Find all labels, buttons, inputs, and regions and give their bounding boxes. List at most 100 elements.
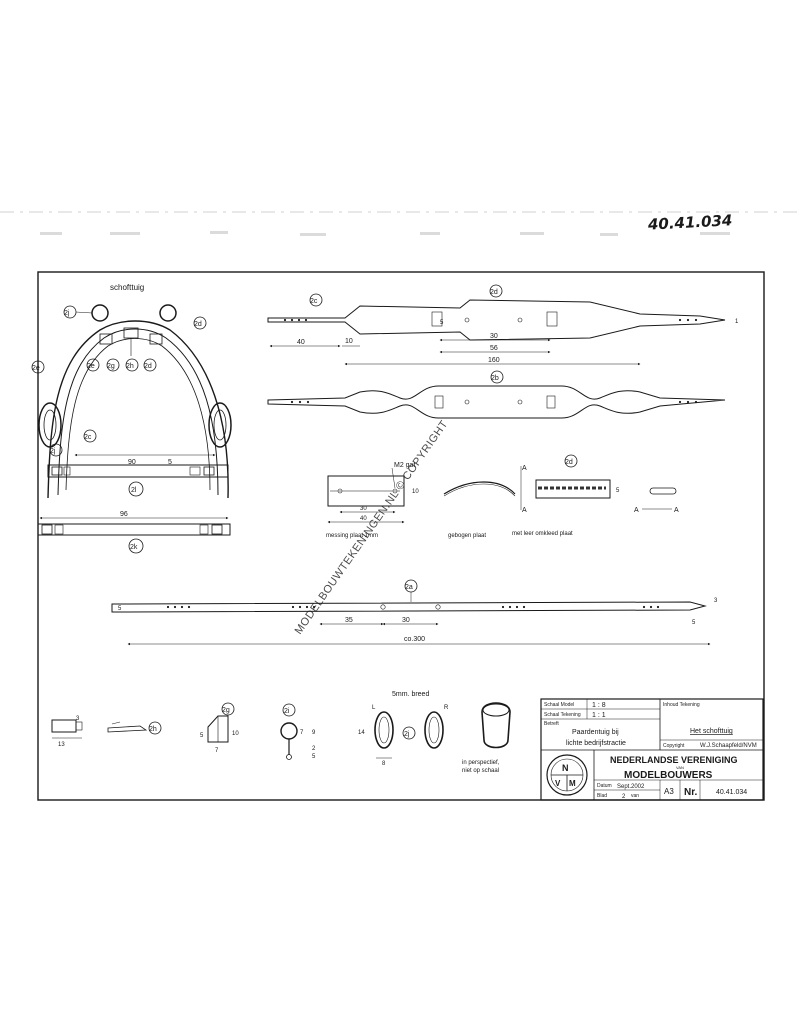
strap1-dim-56: 56: [490, 345, 498, 352]
copyright-watermark: MODELBOUWTEKENINGEN.NL © COPYRIGHT: [293, 418, 451, 636]
long-strap-dim-35: 35: [345, 617, 353, 624]
label-a-2: A: [522, 507, 527, 514]
tb-betreft-label: Betreft: [544, 721, 559, 727]
callout-2k: 2k: [130, 544, 138, 551]
callout-2e-left: 2e: [32, 365, 40, 372]
strap1-dim-1: 1: [735, 319, 739, 325]
small-parts: 3 13 2h 2g 5 7 10 2i 7 9 2 5 5mm. breed …: [51, 691, 511, 774]
scan-artifacts: [0, 211, 800, 236]
dim-96: 96: [120, 511, 128, 518]
label-a-1: A: [522, 465, 527, 472]
small-dim-7b: 7: [300, 730, 304, 736]
tb-nr-label: Nr.: [684, 787, 698, 798]
note-m2-gat: M2 gat: [394, 462, 415, 469]
label-a-3: A: [634, 507, 639, 514]
callout-2e-inner: 2e: [87, 363, 95, 370]
small-label-r: R: [444, 705, 449, 711]
tb-copyright-value: W.J.Schaapfeld/NVM: [700, 743, 757, 749]
tb-inhoud-label: Inhoud Tekening: [663, 702, 700, 708]
long-strap-dim-5-right: 5: [692, 620, 696, 626]
plate-callout-2d: 2d: [565, 459, 573, 466]
plate-dim-30: 30: [360, 506, 367, 512]
tb-format: A3: [664, 787, 674, 796]
strap1-dim-30: 30: [490, 333, 498, 340]
small-dim-2: 2: [312, 746, 316, 752]
small-callout-2g: 2g: [222, 707, 230, 714]
callouts-assembly: 2j 2d 2e 2e 2g 2h 2d 2c 2j 2l 2k: [31, 305, 207, 554]
note-niet-op-schaal: niet op schaal: [462, 768, 499, 774]
note-in-perspectief: in perspectief,: [462, 760, 500, 766]
small-dim-5b: 5: [312, 754, 316, 760]
strap2-callout-2b: 2b: [491, 375, 499, 382]
strap1-dim-40: 40: [297, 339, 305, 346]
logo-letter-v: V: [555, 779, 561, 788]
logo-letter-m: M: [569, 779, 576, 788]
plate-dim-5: 5: [616, 488, 620, 494]
tb-org-line3: MODELBOUWERS: [624, 770, 713, 781]
small-callout-2h: 2h: [149, 726, 157, 733]
assembly-title: schofttuig: [110, 283, 144, 292]
small-dim-9: 9: [312, 730, 316, 736]
small-dim-14: 14: [358, 730, 365, 736]
plate-dim-40: 40: [360, 516, 367, 522]
dim-90: 90: [128, 459, 136, 466]
sheet-border: [37, 271, 765, 801]
callout-2d-right: 2d: [194, 321, 202, 328]
tb-schaal-tekening-value: 1 : 1: [592, 712, 606, 719]
long-strap-dim-3: 3: [714, 598, 718, 604]
tb-datum-label: Datum: [597, 783, 612, 789]
callout-2d-inner: 2d: [144, 363, 152, 370]
logo-letter-n: N: [562, 763, 569, 773]
callout-2g: 2g: [107, 363, 115, 370]
long-strap-callout-2a: 2a: [405, 584, 413, 591]
long-strap-dim-300: co.300: [404, 636, 425, 643]
small-callout-2i: 2i: [284, 708, 290, 715]
tb-blad-label: Blad: [597, 793, 607, 799]
long-strap-dim-5-left: 5: [118, 606, 122, 612]
tb-inhoud-value: Het schofttuig: [690, 728, 733, 735]
plate-dim-10: 10: [412, 489, 419, 495]
tb-org-line1: NEDERLANDSE VERENIGING: [610, 755, 738, 765]
strap-top-view: 2c 2d 40 10 5 30 56 160 1: [267, 284, 739, 366]
note-gebogen-plaat: gebogen plaat: [448, 533, 486, 539]
title-block: Schaal Model 1 : 8 Schaal Tekening 1 : 1…: [540, 698, 764, 801]
callout-2j-side: 2j: [50, 448, 56, 455]
tb-copyright-label: Copyright: [663, 743, 685, 749]
small-callout-2j: 2j: [404, 731, 410, 738]
strap1-callout-2c: 2c: [310, 298, 318, 305]
tb-betreft-line2: lichte bedrijfstractie: [566, 740, 626, 747]
strap-side-view: 2b: [267, 370, 726, 419]
callout-2l: 2l: [131, 487, 137, 494]
strap1-callout-2d: 2d: [490, 289, 498, 296]
strap1-dim-10: 10: [345, 338, 353, 345]
strap1-dim-160: 160: [488, 357, 500, 364]
nvm-logo: N V M: [546, 754, 588, 796]
callout-2j-left: 2j: [64, 310, 70, 317]
tb-schaal-model-label: Schaal Model: [544, 702, 574, 708]
note-messing-plaat: messing plaat 1mm: [326, 533, 378, 539]
callout-2h: 2h: [126, 363, 134, 370]
small-dim-8: 8: [382, 761, 386, 767]
tb-datum-value: Sept.2002: [617, 784, 645, 790]
handwritten-drawing-number: 40.41.034: [647, 211, 733, 233]
tb-schaal-model-value: 1 : 8: [592, 702, 606, 709]
tb-van-label: van: [631, 793, 639, 799]
callout-2c: 2c: [84, 434, 92, 441]
label-a-4: A: [674, 507, 679, 514]
tb-nr-value: 40.41.034: [716, 789, 747, 796]
small-label-l: L: [372, 705, 376, 711]
plate-details: M2 gat 10 30 40 messing plaat 1mm geboge…: [326, 454, 679, 539]
small-dim-5: 5: [200, 733, 204, 739]
long-strap-dim-30: 30: [402, 617, 410, 624]
small-dim-10: 10: [232, 731, 239, 737]
small-dim-13: 13: [58, 742, 65, 748]
note-5mm-breed: 5mm. breed: [392, 691, 429, 698]
schofttuig-assembly: schofttuig 90 5 96: [31, 283, 232, 554]
tb-betreft-line1: Paardentuig bij: [572, 729, 619, 736]
note-leer-omkleed: met leer omkleed plaat: [512, 531, 573, 537]
small-dim-3: 3: [76, 716, 80, 722]
long-strap: 2a 5 35 30 co.300 5 3: [111, 579, 718, 646]
strap1-dim-5: 5: [440, 320, 444, 326]
small-dim-7: 7: [215, 748, 219, 754]
